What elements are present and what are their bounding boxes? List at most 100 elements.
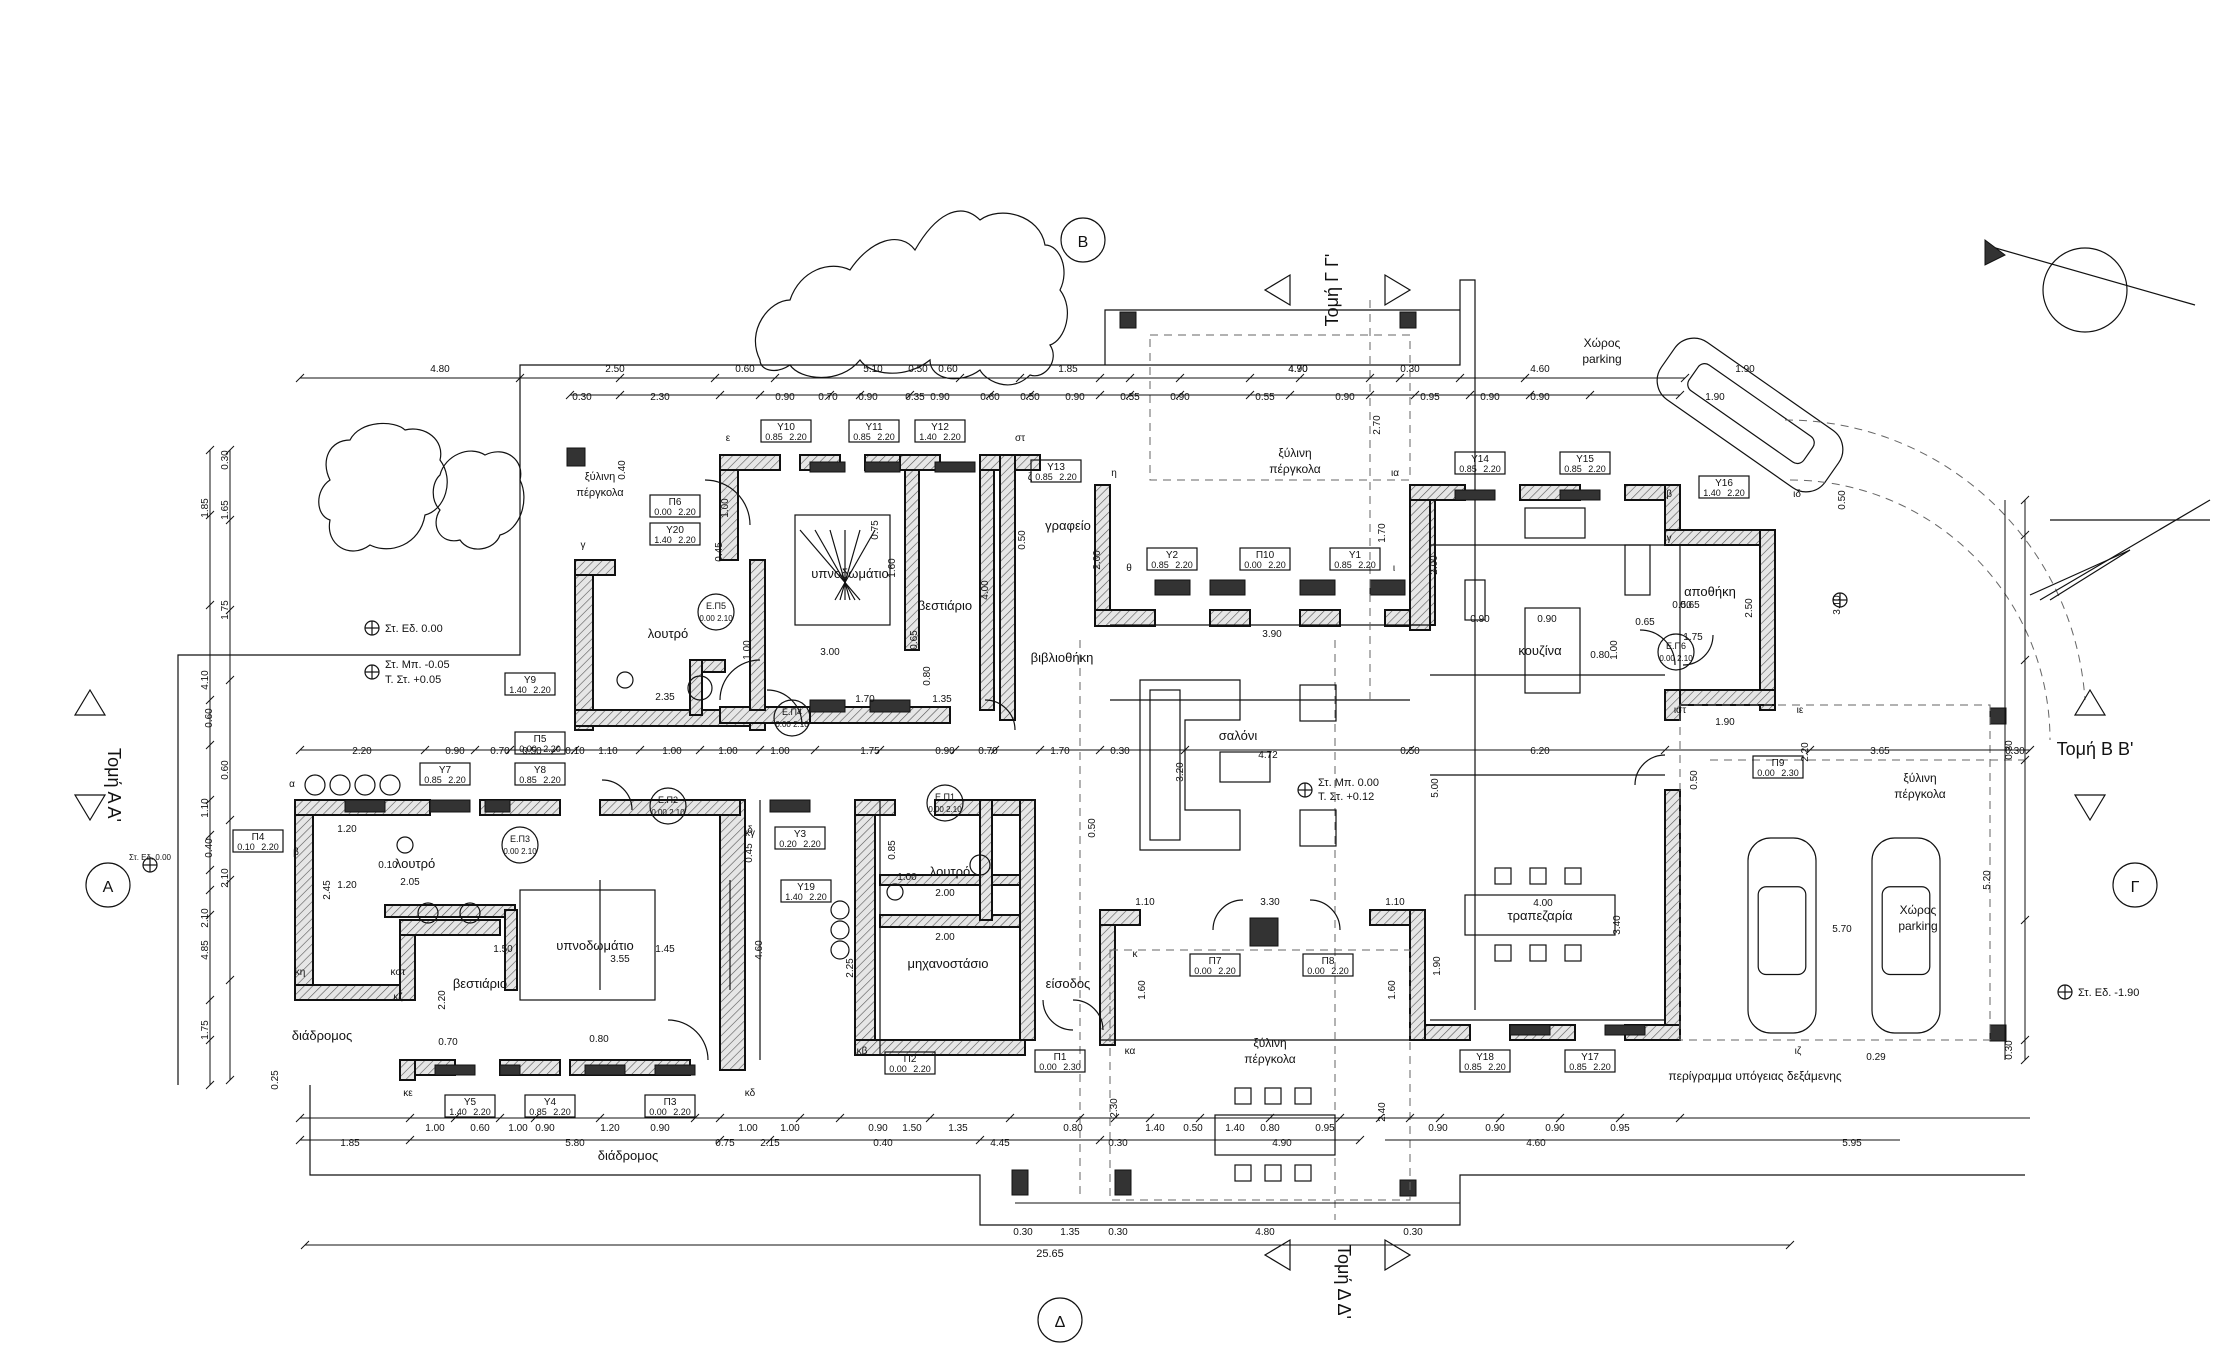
dimension-tick	[755, 745, 765, 755]
exterior-wall	[719, 799, 746, 1071]
dimension-text: 4.70	[1288, 364, 1308, 375]
section-arrow	[2073, 794, 2107, 822]
room-label: βιβλιοθήκη	[1031, 650, 1094, 665]
internal-door-dims: 0.00 2.10	[928, 805, 962, 814]
corner-mark: θ	[1126, 563, 1132, 574]
dimension-text: 3.90	[1262, 629, 1282, 640]
dimension-text: 2.45	[322, 880, 333, 900]
internal-door-circle	[501, 826, 539, 864]
room-label: είσοδος	[1046, 976, 1091, 991]
dimension-text: 2.20	[1800, 742, 1811, 762]
dimension-text: 1.10	[598, 746, 618, 757]
opening-tag-height: 2.30	[1781, 768, 1799, 778]
column-block	[769, 799, 811, 813]
room-label: Χώρος	[1584, 336, 1621, 350]
internal-door-id: Ε.Π3	[510, 834, 530, 844]
corner-mark: ιστ	[1674, 705, 1686, 716]
dimension-tick	[450, 1113, 460, 1123]
dimension-text: 0.30	[1108, 1227, 1128, 1238]
dimension-text: 1.00	[897, 872, 917, 883]
dimension-text: 0.80	[922, 666, 933, 686]
dimension-text: 1.00	[738, 1123, 758, 1134]
dimension-text: 0.30	[2004, 1040, 2015, 1060]
opening-tag-width: 0.85	[1151, 560, 1169, 570]
dimension-text: 0.90	[1537, 614, 1557, 625]
dimension-text: 2.05	[400, 877, 420, 888]
dimension-text: 1.10	[1135, 897, 1155, 908]
column-block	[809, 461, 846, 473]
opening-tag-id: Π7	[1209, 956, 1222, 967]
opening-tag-height: 2.20	[678, 507, 696, 517]
dimension-text: 1.75	[1683, 632, 1703, 643]
opening-tag-id: Π4	[252, 832, 265, 843]
dimension-text: 4.10	[200, 670, 211, 690]
column-block	[1559, 489, 1601, 501]
column-block	[1604, 1024, 1646, 1036]
section-bubble	[85, 862, 131, 908]
opening-tag-width: 0.00	[889, 1064, 907, 1074]
chair	[1564, 944, 1582, 962]
corner-mark: κστ	[391, 967, 406, 978]
exterior-wall	[1409, 484, 1431, 631]
dimension-text: 2.00	[935, 888, 955, 899]
dimension-text: 0.50	[1087, 818, 1098, 838]
dimension-text: 4.60	[1530, 364, 1550, 375]
opening-tag-id: Υ18	[1476, 1052, 1494, 1063]
dimension-text: 0.50	[1400, 746, 1420, 757]
dimension-text: 0.60	[220, 760, 231, 780]
shrub	[830, 900, 850, 920]
dimension-tick	[205, 740, 215, 750]
exterior-wall	[749, 559, 766, 711]
column-block	[654, 1064, 696, 1076]
room-label: υπνοδωμάτιο	[556, 938, 633, 953]
dimension-text: 0.55	[1255, 392, 1275, 403]
room-label: διάδρομος	[292, 1028, 353, 1043]
dimension-text: 0.10	[565, 746, 585, 757]
toilet	[886, 883, 904, 901]
corner-mark: η	[1111, 468, 1117, 479]
column-block	[584, 1064, 626, 1076]
opening-tag-id: Π10	[1256, 550, 1275, 561]
level-label: Στ. Εδ. -1.90	[2078, 987, 2139, 999]
room-label: τραπεζαρία	[1508, 908, 1573, 923]
corner-mark: δ	[747, 825, 753, 836]
dimension-text: 0.40	[204, 838, 215, 858]
dimension-tick	[1195, 1113, 1205, 1123]
dimension-text: 2.50	[605, 364, 625, 375]
dimension-tick	[205, 695, 215, 705]
dimension-tick	[1395, 373, 1405, 383]
dimension-text: 0.65	[909, 630, 920, 650]
dimension-tick	[1005, 1113, 1015, 1123]
dimension-text: 0.90	[535, 1123, 555, 1134]
dimension-text: 4.90	[1288, 364, 1308, 375]
dimension-tick	[1175, 390, 1185, 400]
dimension-text: 1.60	[887, 558, 898, 578]
opening-tag-id: Υ4	[544, 1097, 557, 1108]
dimension-text: 1.70	[855, 694, 875, 705]
dimension-text: 0.90	[1428, 1123, 1448, 1134]
door-swing	[1042, 999, 1074, 1031]
dimension-tick	[715, 1135, 725, 1145]
column-block	[1299, 579, 1336, 596]
dimension-text: 1.85	[1058, 364, 1078, 375]
dimension-text: 1.00	[1609, 640, 1620, 660]
dimension-tick	[770, 373, 780, 383]
dimension-tick	[825, 390, 835, 400]
dimension-tick	[690, 1113, 700, 1123]
exterior-wall	[1019, 799, 1036, 1041]
dimension-text: 5.80	[565, 1138, 585, 1149]
washbasin	[417, 902, 439, 924]
dimension-tick	[405, 1113, 415, 1123]
sofa-back	[1149, 689, 1181, 841]
opening-tag-box	[774, 826, 826, 850]
dimension-tick	[225, 875, 235, 885]
opening-tag-box	[1146, 547, 1198, 571]
internal-door-circle	[773, 699, 811, 737]
dimension-tick	[205, 1080, 215, 1090]
dimension-text: 3.20	[1175, 762, 1186, 782]
dimension-text: 0.50	[1672, 600, 1692, 611]
opening-tag-box	[232, 829, 284, 853]
section-arrow	[1384, 1238, 1412, 1272]
washbasin	[459, 902, 481, 924]
dimension-text: 0.95	[1610, 1123, 1630, 1134]
